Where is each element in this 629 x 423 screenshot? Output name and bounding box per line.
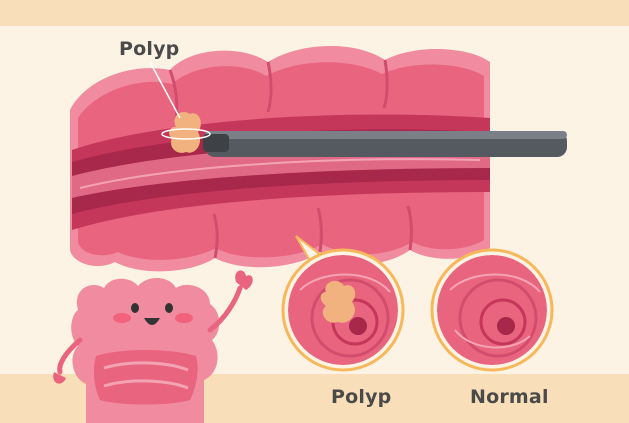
colon-icon <box>70 46 490 271</box>
polyp-closeup-circle <box>283 250 403 370</box>
top-band <box>0 0 629 26</box>
polyp-label-top: Polyp <box>119 38 179 60</box>
endoscope-icon <box>203 131 567 157</box>
normal-label: Normal <box>470 386 549 408</box>
normal-closeup-circle <box>432 250 552 370</box>
polyp-label-bottom: Polyp <box>331 386 391 408</box>
